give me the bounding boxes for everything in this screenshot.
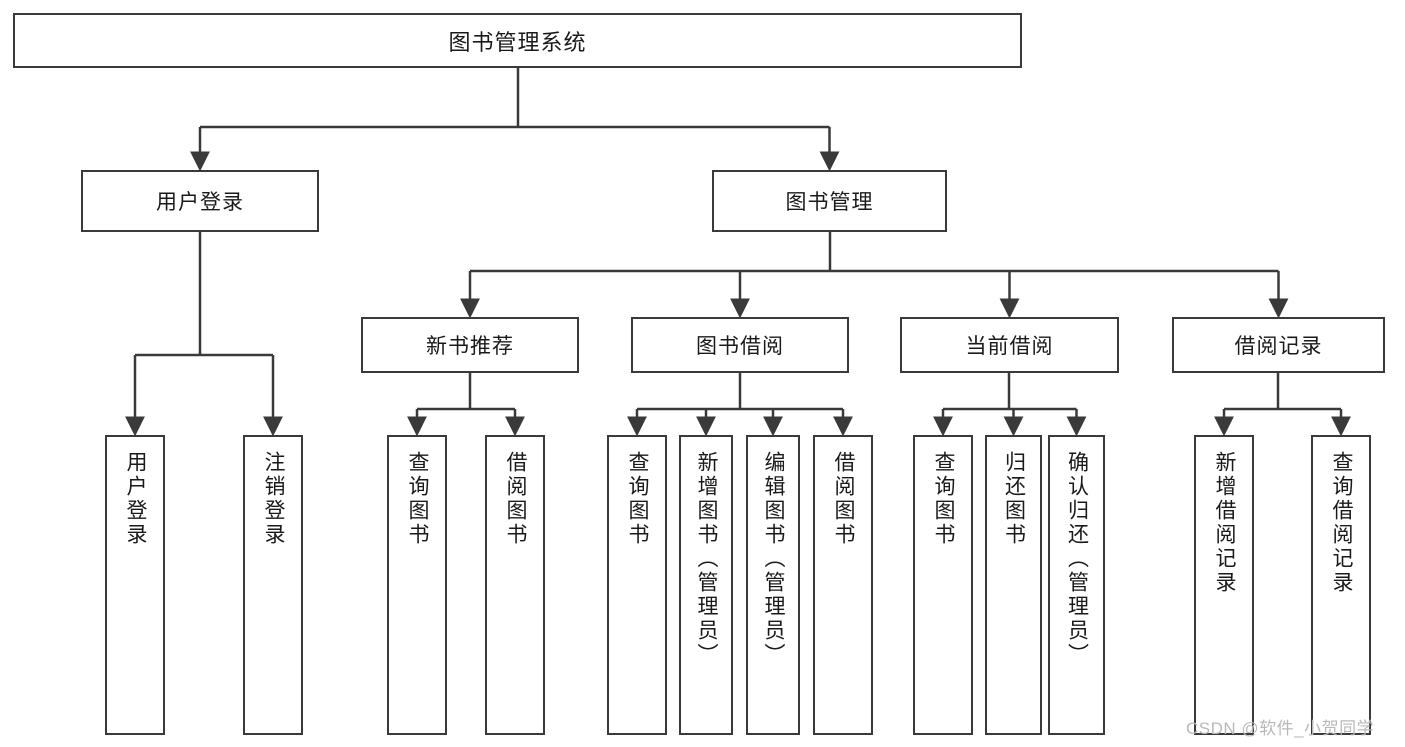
node-leaf-user-login[interactable]: 用户登录 <box>105 435 165 735</box>
node-book-borrow-label: 图书借阅 <box>696 335 784 358</box>
node-borrow-record-label: 借阅记录 <box>1234 335 1323 358</box>
node-leaf-borrow-book-1[interactable]: 借阅图书 <box>485 435 545 735</box>
node-leaf-query-book-3[interactable]: 查询图书 <box>913 435 973 735</box>
node-leaf-query-record[interactable]: 查询借阅记录 <box>1311 435 1371 735</box>
node-leaf-query-book-2[interactable]: 查询图书 <box>607 435 667 735</box>
node-leaf-edit-book-label: 编辑图书（管理员） <box>762 451 786 667</box>
node-leaf-edit-book[interactable]: 编辑图书（管理员） <box>746 435 800 735</box>
node-leaf-confirm-return[interactable]: 确认归还（管理员） <box>1048 435 1105 735</box>
node-new-book-rec-label: 新书推荐 <box>426 335 514 358</box>
node-user-login-label: 用户登录 <box>156 191 244 214</box>
node-leaf-user-login-label: 用户登录 <box>124 451 148 547</box>
node-leaf-query-book-1-label: 查询图书 <box>406 451 430 547</box>
node-user-login[interactable]: 用户登录 <box>81 170 319 232</box>
node-current-borrow[interactable]: 当前借阅 <box>900 317 1119 373</box>
node-leaf-confirm-return-label: 确认归还（管理员） <box>1065 451 1089 667</box>
node-leaf-borrow-book-2-label: 借阅图书 <box>832 451 856 547</box>
node-leaf-user-logout-label: 注销登录 <box>262 451 286 547</box>
node-new-book-rec[interactable]: 新书推荐 <box>361 317 579 373</box>
node-root-label: 图书管理系统 <box>448 29 587 55</box>
node-leaf-return-book[interactable]: 归还图书 <box>985 435 1042 735</box>
node-leaf-user-logout[interactable]: 注销登录 <box>243 435 303 735</box>
node-book-manage[interactable]: 图书管理 <box>712 170 947 232</box>
node-leaf-borrow-book-2[interactable]: 借阅图书 <box>813 435 873 735</box>
node-leaf-return-book-label: 归还图书 <box>1002 451 1026 547</box>
watermark-text: CSDN @软件_小贺同学 <box>1186 719 1375 738</box>
node-current-borrow-label: 当前借阅 <box>965 335 1054 358</box>
node-book-manage-label: 图书管理 <box>785 191 874 214</box>
node-leaf-query-book-3-label: 查询图书 <box>932 451 956 547</box>
node-leaf-add-book[interactable]: 新增图书（管理员） <box>679 435 733 735</box>
node-borrow-record[interactable]: 借阅记录 <box>1172 317 1385 373</box>
node-leaf-query-book-2-label: 查询图书 <box>626 451 650 547</box>
node-leaf-borrow-book-1-label: 借阅图书 <box>504 451 528 547</box>
node-leaf-query-record-label: 查询借阅记录 <box>1330 451 1354 595</box>
node-root[interactable]: 图书管理系统 <box>13 13 1022 68</box>
node-leaf-add-book-label: 新增图书（管理员） <box>695 451 719 667</box>
node-leaf-add-record-label: 新增借阅记录 <box>1213 451 1237 595</box>
node-book-borrow[interactable]: 图书借阅 <box>631 317 849 373</box>
node-leaf-query-book-1[interactable]: 查询图书 <box>387 435 447 735</box>
node-leaf-add-record[interactable]: 新增借阅记录 <box>1194 435 1254 735</box>
